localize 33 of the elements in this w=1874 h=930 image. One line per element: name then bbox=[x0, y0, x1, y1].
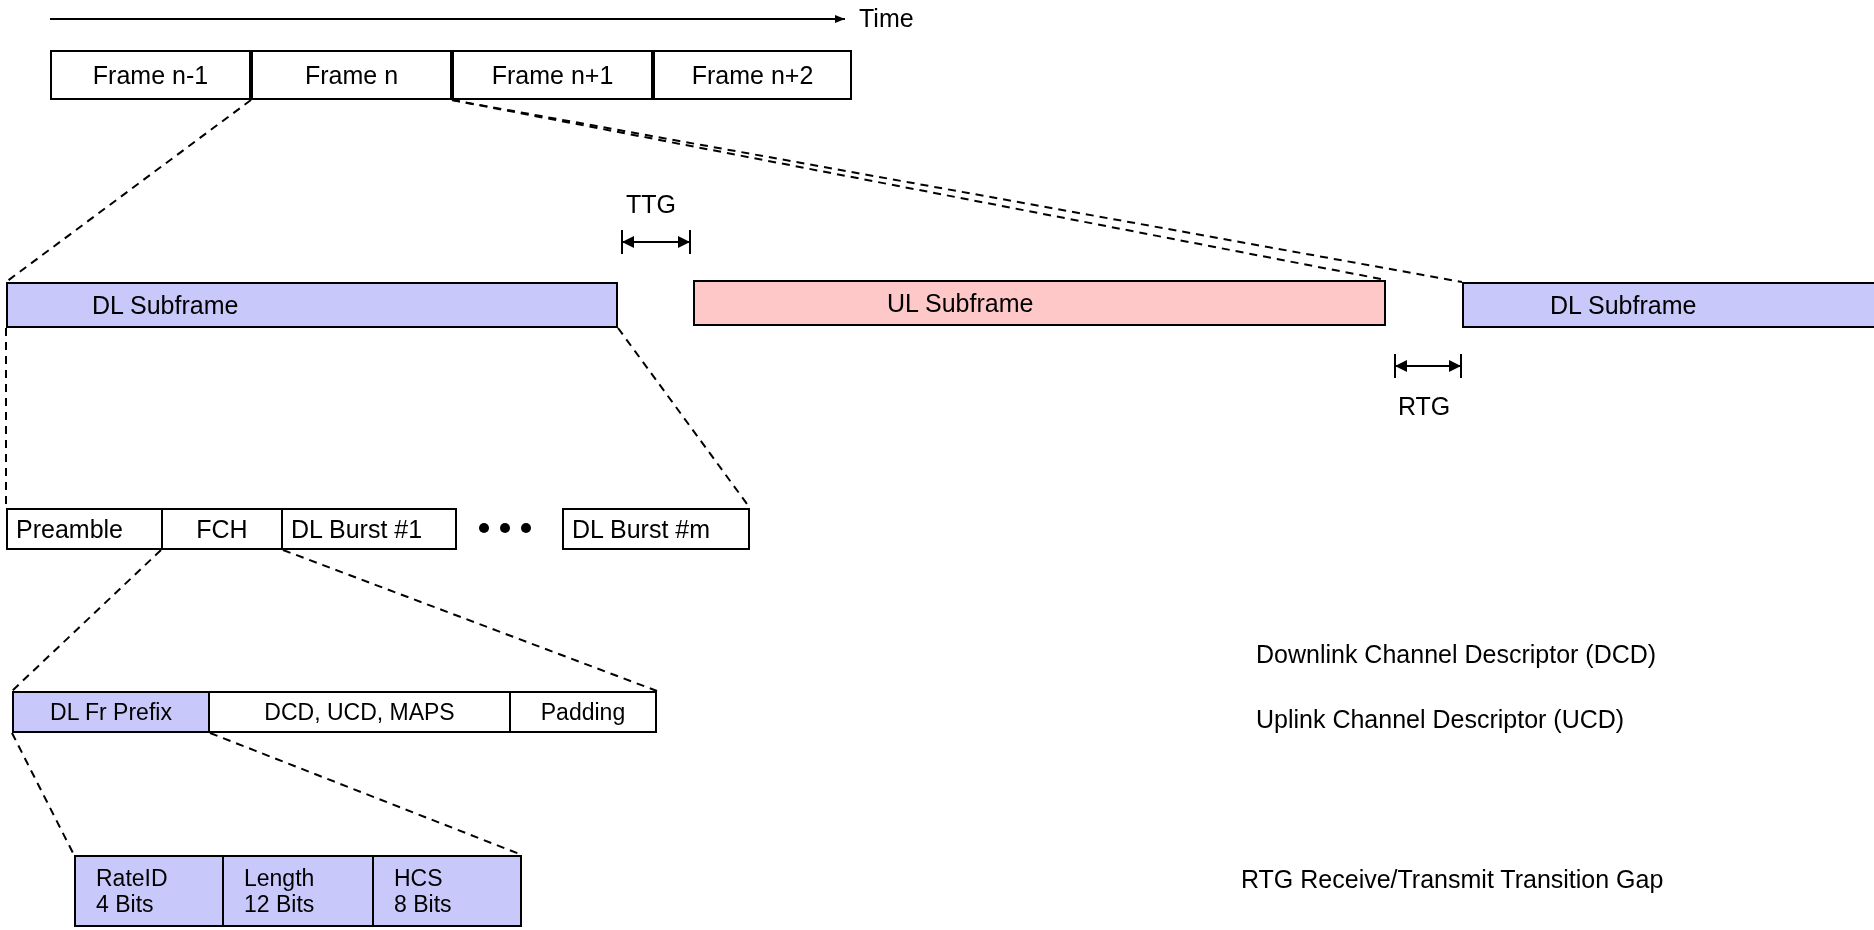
field-cell bbox=[222, 855, 374, 927]
burst-cell: Preamble bbox=[6, 508, 163, 550]
field-cell: Padding bbox=[509, 691, 657, 733]
zoom-line bbox=[11, 732, 75, 856]
subframe-bar: DL Subframe bbox=[6, 282, 618, 328]
frame-cell: Frame n+2 bbox=[653, 50, 852, 100]
frame-cell: Frame n bbox=[251, 50, 452, 100]
subframe-bar: DL Subframe bbox=[1462, 282, 1874, 328]
note-text: Uplink Channel Descriptor (UCD) bbox=[1256, 705, 1625, 734]
field-name: Length bbox=[244, 864, 315, 891]
burst-cell: DL Burst #1 bbox=[281, 508, 457, 550]
note-text: RTG Receive/Transmit Transition Gap bbox=[1241, 865, 1664, 894]
zoom-line bbox=[282, 549, 658, 692]
burst-cell: FCH bbox=[161, 508, 283, 550]
field-cell: DCD, UCD, MAPS bbox=[208, 691, 511, 733]
frame-cell: Frame n-1 bbox=[50, 50, 251, 100]
gap-label: RTG bbox=[1398, 392, 1451, 421]
field-size: 12 Bits bbox=[244, 891, 315, 918]
field-name: RateID bbox=[96, 864, 168, 891]
field-cell bbox=[372, 855, 522, 927]
gap-label: TTG bbox=[626, 190, 676, 219]
field-cell bbox=[74, 855, 224, 927]
field-cell: DL Fr Prefix bbox=[12, 691, 210, 733]
subframe-bar: UL Subframe bbox=[693, 280, 1386, 326]
field-name: HCS bbox=[394, 864, 443, 891]
zoom-line bbox=[11, 549, 162, 692]
gap-label: Time bbox=[859, 4, 914, 33]
frame-cell: Frame n+1 bbox=[452, 50, 653, 100]
field-size: 4 Bits bbox=[96, 891, 154, 918]
field-size: 8 Bits bbox=[394, 891, 452, 918]
burst-cell: DL Burst #m bbox=[562, 508, 750, 550]
zoom-line bbox=[5, 99, 252, 283]
note-text: Downlink Channel Descriptor (DCD) bbox=[1256, 640, 1657, 669]
